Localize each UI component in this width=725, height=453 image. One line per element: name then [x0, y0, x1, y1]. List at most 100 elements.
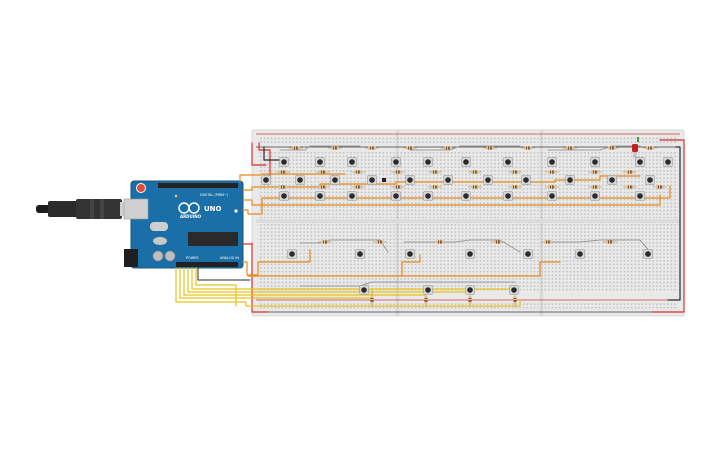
- push-button-icon[interactable]: [423, 157, 433, 167]
- resistor-icon[interactable]: [428, 170, 442, 174]
- push-button-icon[interactable]: [635, 191, 645, 201]
- wire[interactable]: [242, 194, 661, 206]
- push-button-icon[interactable]: [547, 191, 557, 201]
- wire[interactable]: [175, 267, 521, 307]
- push-button-icon[interactable]: [423, 191, 433, 201]
- resistor-icon[interactable]: [508, 170, 522, 174]
- resistor-icon[interactable]: [468, 185, 482, 189]
- push-button-icon[interactable]: [405, 175, 415, 185]
- push-button-icon[interactable]: [607, 175, 617, 185]
- resistor-icon[interactable]: [351, 185, 365, 189]
- push-button-icon[interactable]: [575, 249, 585, 259]
- push-button-icon[interactable]: [483, 175, 493, 185]
- resistor-icon[interactable]: [433, 240, 447, 244]
- push-button-icon[interactable]: [279, 191, 289, 201]
- resistor-icon[interactable]: [318, 240, 332, 244]
- push-button-icon[interactable]: [355, 249, 365, 259]
- resistor-icon[interactable]: [603, 240, 617, 244]
- push-button-icon[interactable]: [315, 157, 325, 167]
- resistor-icon[interactable]: [428, 185, 442, 189]
- push-button-icon[interactable]: [521, 175, 531, 185]
- resistor-icon[interactable]: [365, 146, 379, 150]
- resistor-icon[interactable]: [588, 170, 602, 174]
- resistor-icon[interactable]: [276, 185, 290, 189]
- push-button-icon[interactable]: [590, 157, 600, 167]
- resistor-icon[interactable]: [483, 146, 497, 150]
- wire[interactable]: [667, 146, 681, 301]
- push-button-icon[interactable]: [663, 157, 673, 167]
- push-button-icon[interactable]: [443, 175, 453, 185]
- reset-button-icon[interactable]: [136, 183, 146, 193]
- push-button-icon[interactable]: [347, 191, 357, 201]
- wire[interactable]: [299, 239, 389, 253]
- push-button-icon[interactable]: [645, 175, 655, 185]
- wire[interactable]: [279, 145, 361, 151]
- push-button-icon[interactable]: [547, 157, 557, 167]
- resistor-icon[interactable]: [316, 170, 330, 174]
- push-button-icon[interactable]: [391, 191, 401, 201]
- push-button-icon[interactable]: [461, 191, 471, 201]
- resistor-icon[interactable]: [391, 170, 405, 174]
- wire[interactable]: [239, 173, 346, 183]
- push-button-icon[interactable]: [509, 285, 519, 295]
- resistor-icon[interactable]: [276, 170, 290, 174]
- resistor-icon[interactable]: [623, 170, 637, 174]
- push-button-icon[interactable]: [261, 175, 271, 185]
- resistor-icon[interactable]: [316, 185, 330, 189]
- push-button-icon[interactable]: [287, 249, 297, 259]
- resistor-icon[interactable]: [521, 146, 535, 150]
- wire[interactable]: [263, 146, 281, 161]
- resistor-icon[interactable]: [643, 146, 657, 150]
- wire[interactable]: [251, 242, 269, 313]
- wire[interactable]: [547, 239, 651, 253]
- push-button-icon[interactable]: [461, 157, 471, 167]
- push-button-icon[interactable]: [565, 175, 575, 185]
- push-button-icon[interactable]: [643, 249, 653, 259]
- resistor-icon[interactable]: [653, 185, 667, 189]
- resistor-icon[interactable]: [424, 293, 428, 307]
- resistor-icon[interactable]: [545, 185, 559, 189]
- push-button-icon[interactable]: [391, 157, 401, 167]
- push-button-icon[interactable]: [503, 191, 513, 201]
- wire[interactable]: [247, 254, 421, 277]
- wire[interactable]: [195, 267, 237, 307]
- resistor-icon[interactable]: [588, 185, 602, 189]
- wire[interactable]: [401, 261, 561, 277]
- resistor-icon[interactable]: [468, 170, 482, 174]
- push-button-icon[interactable]: [295, 175, 305, 185]
- wire[interactable]: [651, 139, 685, 313]
- wire[interactable]: [242, 249, 311, 276]
- arduino-uno-board[interactable]: ARDUINO UNO DIGITAL (PWM~) ANALOG IN POW…: [123, 180, 244, 269]
- breadboard[interactable]: [251, 129, 685, 317]
- wire[interactable]: [299, 281, 516, 287]
- push-button-icon[interactable]: [347, 157, 357, 167]
- resistor-icon[interactable]: [289, 146, 303, 150]
- resistor-icon[interactable]: [605, 146, 619, 150]
- push-button-icon[interactable]: [635, 157, 645, 167]
- resistor-icon[interactable]: [545, 170, 559, 174]
- wire[interactable]: [242, 175, 641, 191]
- wire[interactable]: [197, 267, 251, 281]
- resistor-icon[interactable]: [508, 185, 522, 189]
- resistor-icon[interactable]: [563, 146, 577, 150]
- resistor-icon[interactable]: [541, 240, 555, 244]
- push-button-icon[interactable]: [523, 249, 533, 259]
- push-button-icon[interactable]: [315, 191, 325, 201]
- resistor-icon[interactable]: [441, 146, 455, 150]
- push-button-icon[interactable]: [367, 175, 377, 185]
- push-button-icon[interactable]: [423, 285, 433, 295]
- led[interactable]: [632, 137, 639, 158]
- push-button-icon[interactable]: [465, 249, 475, 259]
- resistor-icon[interactable]: [373, 240, 387, 244]
- push-button-icon[interactable]: [465, 285, 475, 295]
- resistor-icon[interactable]: [351, 170, 365, 174]
- resistor-icon[interactable]: [623, 185, 637, 189]
- resistor-icon[interactable]: [328, 146, 342, 150]
- resistor-icon[interactable]: [403, 146, 417, 150]
- push-button-icon[interactable]: [503, 157, 513, 167]
- resistor-icon[interactable]: [391, 185, 405, 189]
- push-button-icon[interactable]: [405, 249, 415, 259]
- push-button-icon[interactable]: [590, 191, 600, 201]
